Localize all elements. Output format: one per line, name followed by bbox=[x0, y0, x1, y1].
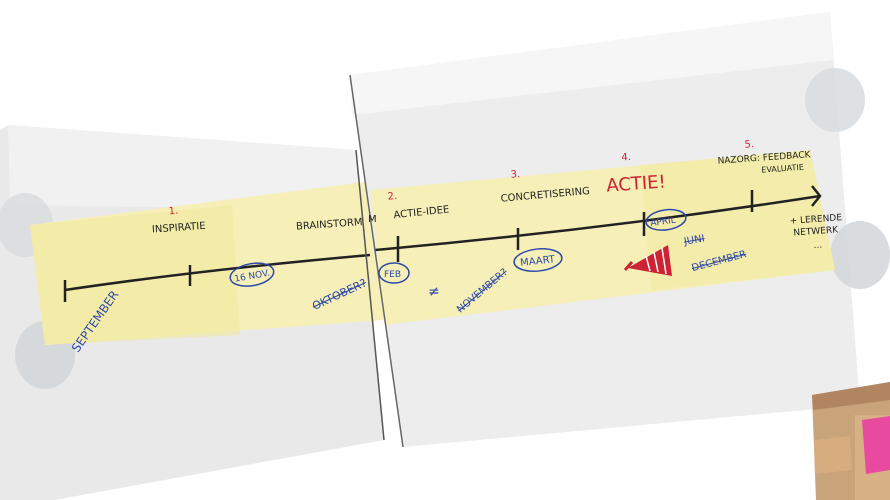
stage1-number: 1. bbox=[168, 206, 178, 218]
stage4-label: ACTIE! bbox=[606, 172, 667, 197]
stage5-number: 5. bbox=[744, 139, 754, 151]
date-feb-arrow: ≠ bbox=[428, 284, 440, 300]
stage2-number: 2. bbox=[387, 191, 398, 203]
end-note-3: ... bbox=[813, 241, 822, 252]
date-feb: FEB bbox=[384, 270, 401, 280]
brainstorm-m: M bbox=[368, 214, 377, 225]
inset-photo bbox=[812, 382, 890, 500]
left-photo bbox=[0, 125, 384, 500]
stage3-number: 3. bbox=[510, 169, 520, 181]
stage4-number: 4. bbox=[621, 152, 631, 164]
